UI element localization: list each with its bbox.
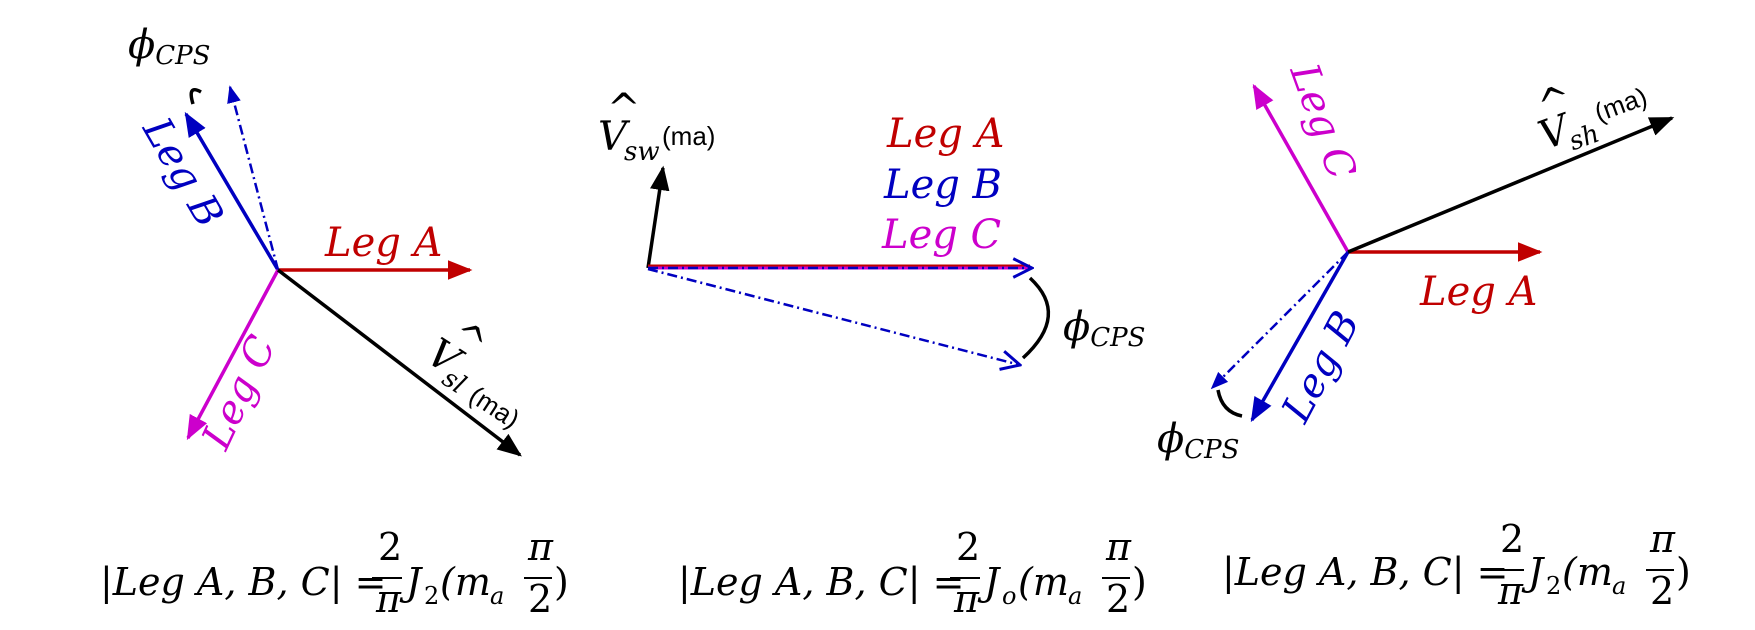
- left-leg-b-arrow: [184, 111, 280, 271]
- svg-text:sh: sh: [1565, 119, 1604, 157]
- middle-shifted-arrow: [647, 267, 1020, 365]
- svg-text:sw: sw: [624, 137, 660, 167]
- left-leg-c-arrow: [186, 269, 280, 441]
- svg-text:J: J: [1521, 550, 1545, 594]
- right-leg-c-arrow: [1252, 83, 1350, 253]
- svg-text:2: 2: [378, 525, 402, 569]
- svg-text:π: π: [375, 577, 402, 621]
- svg-text:2: 2: [424, 582, 439, 610]
- middle-leg-a-label: Leg A: [886, 111, 1004, 157]
- svg-text:(ma): (ma): [662, 121, 715, 151]
- svg-text:2: 2: [1650, 569, 1674, 613]
- left-phi-arc: [189, 88, 202, 105]
- svg-text:J: J: [399, 560, 423, 604]
- svg-text:(m: (m: [1562, 550, 1613, 594]
- svg-text:a: a: [1612, 572, 1626, 600]
- svg-text:2: 2: [956, 525, 980, 569]
- svg-text:): ): [1676, 550, 1691, 594]
- formula-left: |Leg A, B, C| = 2 π J 2 (m a π 2 ): [100, 525, 569, 621]
- svg-text:): ): [554, 560, 569, 604]
- middle-leg-b-label: Leg B: [883, 162, 1002, 208]
- svg-text:2: 2: [1106, 577, 1130, 621]
- svg-text:2: 2: [1546, 572, 1561, 600]
- svg-text:π: π: [953, 577, 980, 621]
- right-leg-b-label: Leg B: [1273, 304, 1369, 431]
- middle-phi-label: ϕCPS: [1063, 304, 1145, 353]
- left-leg-b-shifted-arrow: [227, 85, 280, 271]
- left-leg-a-label: Leg A: [324, 220, 442, 266]
- svg-text:): ): [1132, 560, 1147, 604]
- svg-text:π: π: [527, 525, 554, 569]
- svg-text:(ma): (ma): [464, 380, 525, 434]
- svg-text:|Leg A, B, C| =: |Leg A, B, C| =: [1222, 550, 1508, 594]
- svg-text:(m: (m: [1018, 560, 1069, 604]
- right-phasor-group: Leg C Leg A Leg B ϕCPS V ^ sh (ma): [1157, 57, 1675, 465]
- svg-text:2: 2: [1500, 517, 1524, 561]
- svg-text:(ma): (ma): [1590, 81, 1650, 127]
- svg-text:V: V: [598, 114, 631, 160]
- svg-text:J: J: [977, 560, 1001, 604]
- left-leg-c-label: Leg C: [193, 329, 285, 457]
- svg-text:π: π: [1105, 525, 1132, 569]
- svg-text:a: a: [490, 582, 504, 610]
- left-phi-label: ϕCPS: [128, 22, 210, 71]
- svg-text:(m: (m: [440, 560, 491, 604]
- right-phi-label: ϕCPS: [1157, 416, 1239, 465]
- left-phasor-group: ϕCPS Leg A Leg B Leg C V ^ sl (ma): [128, 22, 526, 457]
- svg-text:2: 2: [528, 577, 552, 621]
- right-resultant-arrow: [1347, 116, 1675, 254]
- middle-resultant-label: V ^ sw (ma): [598, 86, 715, 167]
- svg-text:π: π: [1497, 569, 1524, 613]
- middle-leg-c-label: Leg C: [881, 212, 1001, 258]
- svg-text:|Leg A, B, C| =: |Leg A, B, C| =: [678, 560, 964, 604]
- middle-phi-arc: [1021, 276, 1051, 360]
- right-phi-arc: [1216, 389, 1243, 418]
- middle-resultant-arrow: [646, 165, 670, 269]
- right-leg-c-label: Leg C: [1280, 57, 1364, 186]
- formula-middle: |Leg A, B, C| = 2 π J o (m a π 2 ): [678, 525, 1147, 621]
- middle-phasor-group: V ^ sw (ma) Leg A Leg B Leg C ϕCPS: [598, 86, 1145, 365]
- svg-text:a: a: [1068, 582, 1082, 610]
- right-leg-b-arrow: [1250, 251, 1350, 423]
- svg-text:|Leg A, B, C| =: |Leg A, B, C| =: [100, 560, 386, 604]
- svg-text:^: ^: [607, 86, 641, 132]
- right-resultant-label: V ^ sh (ma): [1532, 75, 1651, 159]
- right-leg-a-label: Leg A: [1419, 269, 1537, 315]
- svg-text:π: π: [1649, 517, 1676, 561]
- left-resultant-arrow: [276, 268, 522, 457]
- svg-text:o: o: [1002, 582, 1016, 610]
- left-leg-b-label: Leg B: [133, 109, 232, 235]
- formula-right: |Leg A, B, C| = 2 π J 2 (m a π 2 ): [1222, 517, 1691, 613]
- right-leg-b-shifted-arrow: [1210, 251, 1349, 390]
- left-resultant-label: V ^ sl (ma): [419, 312, 526, 434]
